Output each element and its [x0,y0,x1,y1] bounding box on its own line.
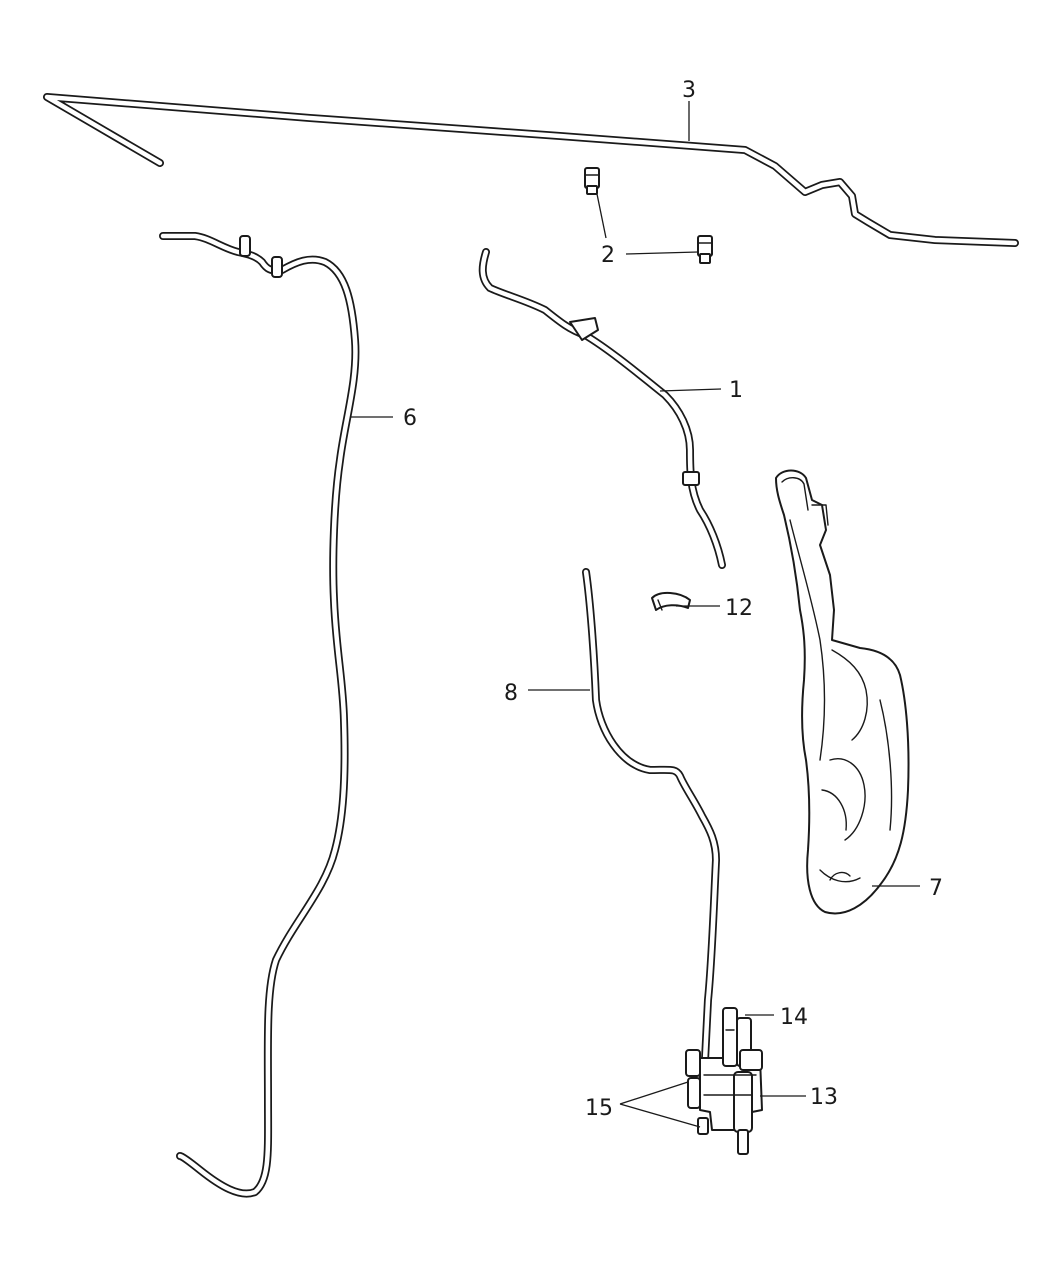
leader-lines [350,101,920,1128]
callout-2: 2 [601,243,615,268]
hose-part-1 [478,248,726,569]
hose-part-3 [43,93,1019,247]
callout-13: 13 [810,1085,838,1110]
reservoir-part-7 [775,469,910,915]
callout-8: 8 [504,681,518,706]
hose-part-8 [582,568,720,1064]
callout-1: 1 [729,378,743,403]
callout-12: 12 [725,596,753,621]
callout-3: 3 [682,78,696,103]
connector-part-2a [584,167,600,195]
callout-15: 15 [585,1096,613,1121]
callout-6: 6 [403,406,417,431]
connector-part-2b [697,235,713,264]
hose-part-6 [159,232,360,1198]
callout-14: 14 [780,1005,808,1030]
callout-7: 7 [929,876,943,901]
clip-part-12 [651,592,691,611]
pump-assembly [685,1007,763,1155]
